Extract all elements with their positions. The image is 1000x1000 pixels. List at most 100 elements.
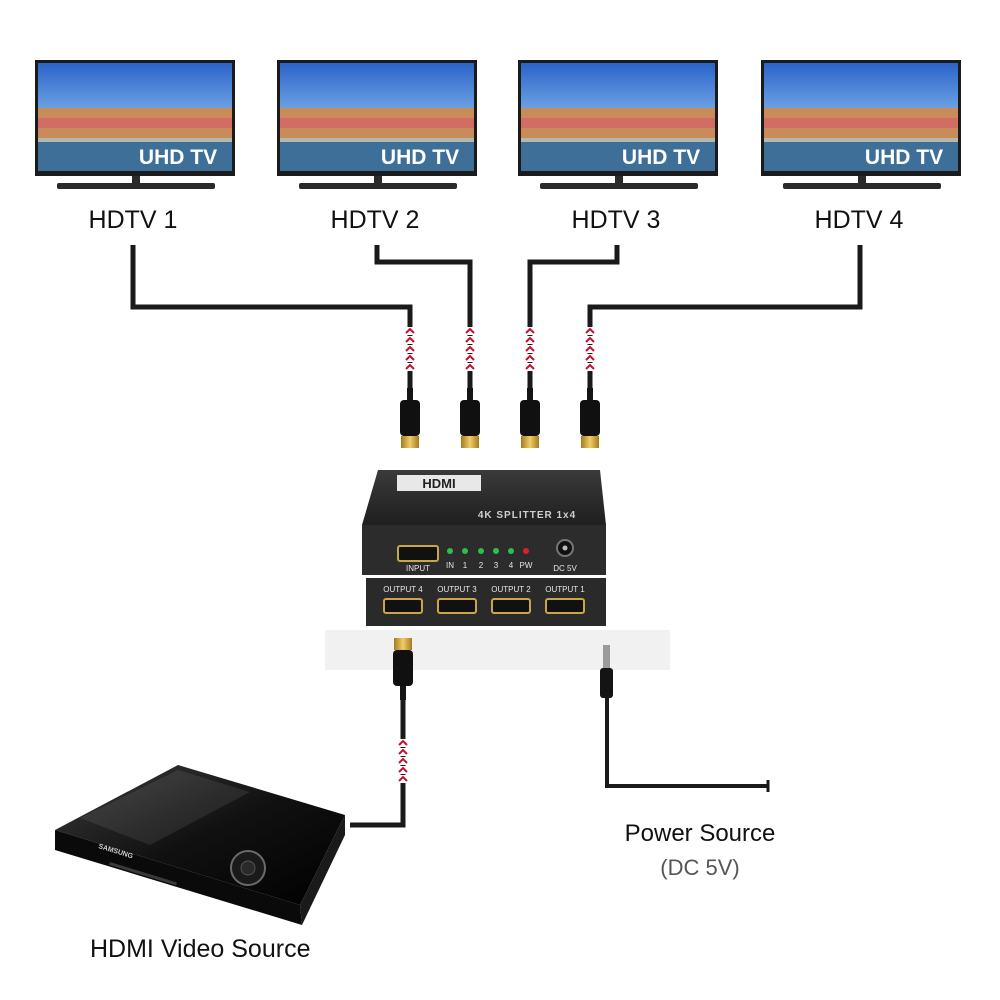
tv-screen-text: UHD TV [622,146,700,169]
cable-segment [526,336,534,344]
tv-scene-shore [764,138,958,142]
hdmi-plug [393,638,413,700]
cable-chevron [585,363,595,370]
plug-tip [401,436,419,448]
tv-scene-shore [38,138,232,142]
tv-label-1: HDTV 1 [88,206,178,234]
cable-segment [399,766,407,774]
cable-segment [586,345,594,353]
plug-body [400,400,420,436]
tv-stand-base [57,183,215,189]
tv-stand-neck [132,176,140,183]
output-port-1 [545,598,585,614]
dc-jack-pin [562,545,568,551]
input-port [397,545,439,562]
cable-chevron [465,363,475,370]
splitter-brand: HDMI [422,476,455,491]
player-side-face [300,815,345,925]
cable-segment [586,363,594,371]
led-label: 2 [479,561,484,570]
output-port-3 [437,598,477,614]
tv-scene-houses [38,118,232,128]
cable-chevron [525,363,535,370]
cable-chevron [405,354,415,361]
led-4 [508,548,514,554]
cable-segment [526,345,534,353]
cable-chevron [585,354,595,361]
cable-segment [406,363,414,371]
output-label-2: OUTPUT 2 [491,585,531,594]
splitter-brand-badge [397,475,481,491]
cable-segment [586,354,594,362]
tv-scene-water [521,138,715,171]
output-port-4 [383,598,423,614]
input-label: INPUT [406,564,430,573]
cable-segment [399,775,407,783]
cable-chevron [465,354,475,361]
power-source-subtitle: (DC 5V) [660,855,740,880]
cable-segment [466,327,474,335]
hdmi-plug [460,388,480,448]
led-3 [493,548,499,554]
cable-hdtv-2 [374,245,473,395]
cable-chevron [405,363,415,370]
tv-scene-water [280,138,474,171]
output-label-4: OUTPUT 4 [383,585,423,594]
led-label: 1 [463,561,468,570]
cable-chevron [585,345,595,352]
led-label: PW [520,561,533,570]
tv-label-3: HDTV 3 [571,206,661,234]
cable-chevron [465,336,475,343]
output-port-2 [491,598,531,614]
cable-chevron [398,757,408,764]
cable-segment [466,354,474,362]
cable-accents [405,327,595,371]
cable-segment [399,739,407,747]
cable-hdtv-1 [130,245,413,395]
cable-segment [466,345,474,353]
tv-4: UHD TV [761,60,961,189]
player-front-face [55,830,302,925]
power-cable [600,645,770,792]
power-plug-tip [603,645,610,670]
cable-segment [406,345,414,353]
cable-chevron [525,354,535,361]
cable-segment [526,327,534,335]
dc-label: DC 5V [553,564,577,573]
cable-segment [586,327,594,335]
led-1 [462,548,468,554]
tv-label-2: HDTV 2 [330,206,420,234]
output-label-3: OUTPUT 3 [437,585,477,594]
plug-tip [461,436,479,448]
led-label: IN [446,561,454,570]
plug-strain [467,388,473,400]
cable-segment [406,336,414,344]
plug-strain [400,686,406,700]
tv-scene-houses [280,118,474,128]
source-hdmi-plug [393,638,413,700]
plug-body [393,650,413,686]
hdmi-plug [520,388,540,448]
led-pw [523,548,529,554]
plug-body [520,400,540,436]
power-cable-line [605,698,768,788]
tv-scene-houses [521,118,715,128]
led-2 [478,548,484,554]
cable-chevron [398,775,408,782]
hdmi-video-source-label: HDMI Video Source [90,935,311,963]
cable-segment [526,354,534,362]
tv-stand-base [783,183,941,189]
led-label: 3 [494,561,499,570]
cable-chevron [585,336,595,343]
cable-segment [586,336,594,344]
tv-scene-houses [764,118,958,128]
player-disc-slot [109,862,177,886]
tv-screen-text: UHD TV [139,146,217,169]
tv-screen-text: UHD TV [865,146,943,169]
plug-strain [407,388,413,400]
splitter-model: 4K SPLITTER 1x4 [478,510,576,521]
tv-screen-text: UHD TV [381,146,459,169]
cable-chevron [465,345,475,352]
